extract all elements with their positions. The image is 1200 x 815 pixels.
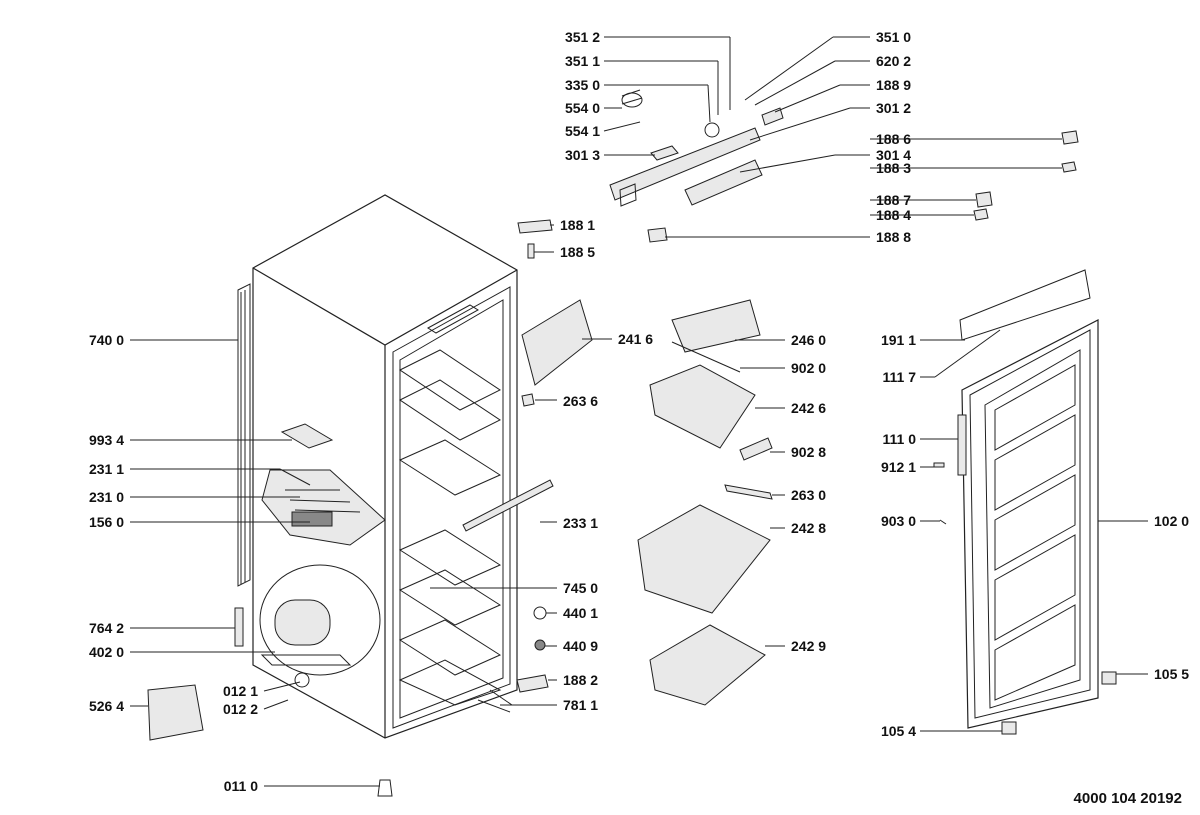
- leader-lines: [130, 36, 1148, 787]
- accessories-drawing: [462, 299, 947, 713]
- label-993-4: 993 4: [88, 432, 124, 448]
- label-554-0: 554 0: [564, 100, 600, 116]
- label-105-4: 105 4: [880, 723, 916, 739]
- label-188-7: 188 7: [876, 192, 912, 208]
- label-781-1: 781 1: [563, 697, 599, 713]
- label-188-8: 188 8: [876, 229, 912, 245]
- label-102-0: 102 0: [1154, 513, 1190, 529]
- label-263-6: 263 6: [563, 393, 599, 409]
- label-526-4: 526 4: [88, 698, 124, 714]
- label-912-1: 912 1: [880, 459, 916, 475]
- label-012-1: 012 1: [222, 683, 258, 699]
- label-156-0: 156 0: [88, 514, 124, 530]
- label-335-0: 335 0: [564, 77, 600, 93]
- label-263-0: 263 0: [791, 487, 827, 503]
- label-188-3: 188 3: [876, 160, 912, 176]
- label-188-5: 188 5: [560, 244, 596, 260]
- label-231-0: 231 0: [88, 489, 124, 505]
- label-111-7: 111 7: [882, 369, 917, 385]
- document-number: 4000 104 20192: [1073, 790, 1182, 807]
- label-402-0: 402 0: [88, 644, 124, 660]
- label-105-5: 105 5: [1154, 666, 1190, 682]
- label-191-1: 191 1: [880, 332, 916, 348]
- label-111-0: 111 0: [882, 431, 917, 447]
- label-745-0: 745 0: [563, 580, 599, 596]
- label-351-2: 351 2: [564, 29, 600, 45]
- label-351-0: 351 0: [876, 29, 912, 45]
- label-241-6: 241 6: [618, 331, 654, 347]
- label-301-2: 301 2: [876, 100, 912, 116]
- label-188-6: 188 6: [876, 131, 912, 147]
- label-242-6: 242 6: [791, 400, 827, 416]
- label-902-8: 902 8: [791, 444, 827, 460]
- label-440-9: 440 9: [563, 638, 599, 654]
- label-012-2: 012 2: [222, 701, 258, 717]
- door-drawing: [957, 269, 1117, 735]
- label-301-3: 301 3: [564, 147, 600, 163]
- control-panel-drawing: [517, 89, 1079, 259]
- label-902-0: 902 0: [791, 360, 827, 376]
- label-231-1: 231 1: [88, 461, 124, 477]
- label-188-1: 188 1: [560, 217, 596, 233]
- label-188-2: 188 2: [563, 672, 599, 688]
- label-903-0: 903 0: [880, 513, 916, 529]
- label-233-1: 233 1: [563, 515, 599, 531]
- label-011-0: 011 0: [223, 778, 258, 794]
- label-242-8: 242 8: [791, 520, 827, 536]
- label-764-2: 764 2: [88, 620, 124, 636]
- label-620-2: 620 2: [876, 53, 912, 69]
- label-351-1: 351 1: [564, 53, 600, 69]
- label-301-4: 301 4: [876, 147, 912, 163]
- label-246-0: 246 0: [791, 332, 827, 348]
- label-188-4: 188 4: [876, 207, 912, 223]
- label-188-9: 188 9: [876, 77, 912, 93]
- label-242-9: 242 9: [791, 638, 827, 654]
- label-554-1: 554 1: [564, 123, 600, 139]
- cabinet-drawing: [147, 194, 518, 797]
- label-740-0: 740 0: [88, 332, 124, 348]
- label-440-1: 440 1: [563, 605, 599, 621]
